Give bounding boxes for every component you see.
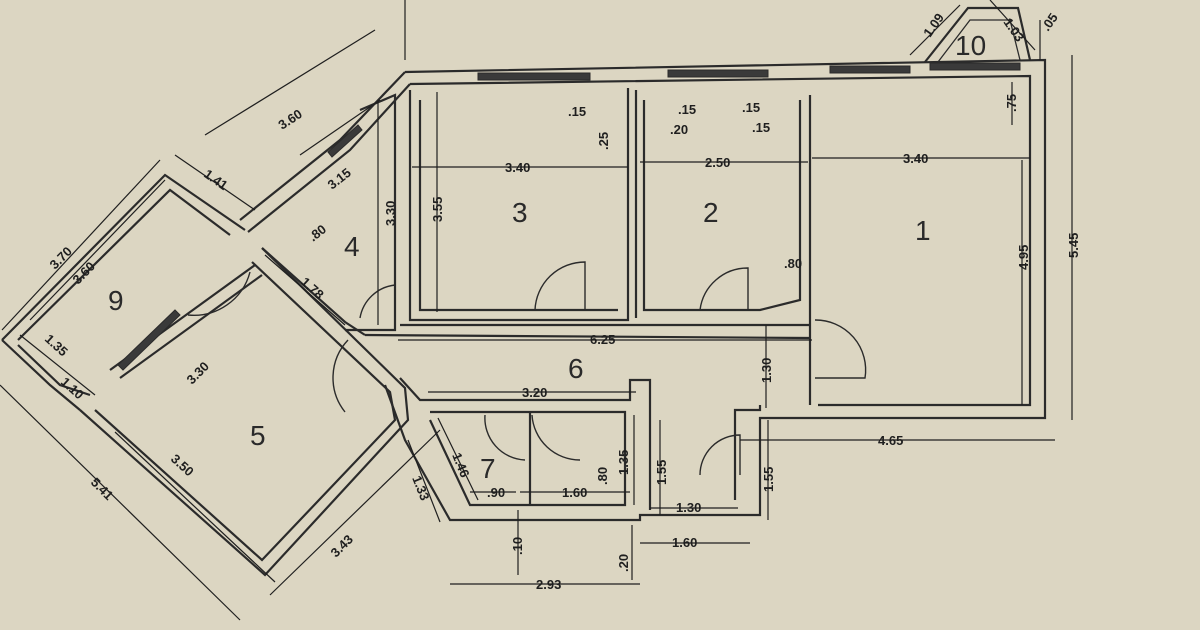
dim-label: 3.60 bbox=[70, 259, 99, 288]
walls bbox=[1, 58, 1047, 577]
dim-label: 1.60 bbox=[562, 485, 587, 500]
dim-label: .75 bbox=[1004, 94, 1019, 112]
dim-label: 3.70 bbox=[47, 244, 76, 273]
dim-label: .10 bbox=[510, 537, 525, 555]
dim-label: 1.41 bbox=[201, 166, 230, 193]
room-label-6: 6 bbox=[568, 353, 584, 384]
door-room7b bbox=[531, 414, 581, 461]
dim-label: 3.50 bbox=[168, 451, 197, 479]
door-room5 bbox=[332, 339, 349, 413]
dim-label: 1.09 bbox=[920, 10, 947, 39]
dim-label: 1.10 bbox=[58, 374, 87, 402]
dim-label: 1.30 bbox=[676, 500, 701, 515]
room-label-9: 9 bbox=[108, 285, 124, 316]
dim-label: 1.35 bbox=[42, 331, 71, 359]
dim-label: 1.60 bbox=[672, 535, 697, 550]
dim-label: 5.41 bbox=[88, 475, 117, 504]
dim-label: 3.40 bbox=[505, 160, 530, 175]
dim-label: .80 bbox=[306, 221, 329, 244]
dim-label: 1.30 bbox=[759, 358, 774, 383]
dim-label: 3.55 bbox=[430, 197, 445, 222]
dim-label: 3.40 bbox=[903, 151, 928, 166]
dim-label: 3.30 bbox=[184, 359, 213, 388]
dim-label: .15 bbox=[752, 120, 770, 135]
dim-label: 1.78 bbox=[298, 274, 327, 302]
dim-label: 1.55 bbox=[654, 460, 669, 485]
dim-label: 2.50 bbox=[705, 155, 730, 170]
dim-label: 4.95 bbox=[1016, 245, 1031, 270]
room-label-5: 5 bbox=[250, 420, 266, 451]
dim-label: .20 bbox=[616, 554, 631, 572]
room-labels: 1 2 3 4 5 6 7 9 10 bbox=[108, 30, 986, 484]
windows bbox=[117, 62, 1021, 371]
dimension-lines bbox=[0, 0, 1073, 621]
room10-outline bbox=[924, 6, 1032, 63]
room-label-2: 2 bbox=[703, 197, 719, 228]
dim-label: .15 bbox=[742, 100, 760, 115]
dim-label: 3.20 bbox=[522, 385, 547, 400]
room-label-4: 4 bbox=[344, 231, 360, 262]
door-room1 bbox=[814, 319, 867, 379]
room-label-7: 7 bbox=[480, 453, 496, 484]
dim-label: 6.25 bbox=[590, 332, 615, 347]
dim-label: 1.35 bbox=[616, 450, 631, 475]
dim-label: .20 bbox=[670, 122, 688, 137]
room-label-1: 1 bbox=[915, 215, 931, 246]
dim-label: 1.33 bbox=[409, 474, 432, 503]
dim-label: .90 bbox=[487, 485, 505, 500]
dim-label: .05 bbox=[1038, 10, 1061, 33]
door-room4 bbox=[359, 284, 396, 319]
room-label-3: 3 bbox=[512, 197, 528, 228]
door-room9 bbox=[187, 271, 251, 316]
door-room2 bbox=[699, 267, 749, 311]
dim-label: 4.65 bbox=[878, 433, 903, 448]
dim-label: .80 bbox=[784, 256, 802, 271]
doors bbox=[187, 261, 867, 476]
dim-label: .15 bbox=[678, 102, 696, 117]
dim-label: 1.46 bbox=[449, 451, 472, 480]
door-room7a bbox=[484, 414, 526, 461]
dim-label: 3.30 bbox=[383, 201, 398, 226]
dim-label: 1.55 bbox=[761, 467, 776, 492]
dim-label: .80 bbox=[595, 467, 610, 485]
dim-label: 3.15 bbox=[325, 165, 354, 192]
dim-label: .15 bbox=[568, 104, 586, 119]
door-corridor bbox=[699, 434, 741, 476]
dim-label: 3.43 bbox=[328, 532, 357, 561]
dim-label: 5.45 bbox=[1066, 233, 1081, 258]
dim-label: 2.93 bbox=[536, 577, 561, 592]
room-label-10: 10 bbox=[955, 30, 986, 61]
dim-label: 3.60 bbox=[275, 106, 304, 132]
dim-label: .25 bbox=[596, 132, 611, 150]
door-room3 bbox=[534, 261, 586, 311]
